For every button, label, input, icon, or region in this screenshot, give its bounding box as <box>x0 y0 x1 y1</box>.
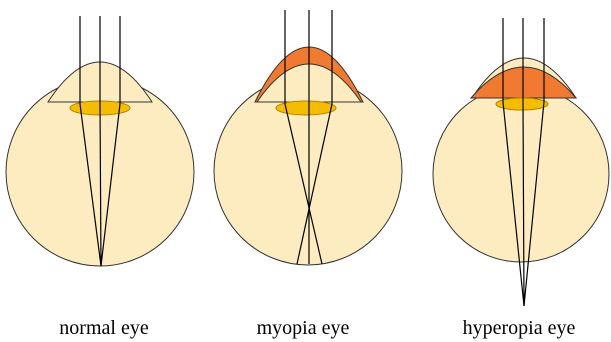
eye-label-hyperopia: hyperopia eye <box>463 317 576 339</box>
eye-label-myopia: myopia eye <box>257 317 350 339</box>
myopia-eye-diagram: myopia eye <box>214 10 402 339</box>
hyperopia-eye-diagram: hyperopia eye <box>433 18 609 339</box>
normal-eye-diagram: normal eye <box>6 16 194 339</box>
eye-label-normal: normal eye <box>59 317 149 339</box>
eyeball <box>433 86 609 262</box>
